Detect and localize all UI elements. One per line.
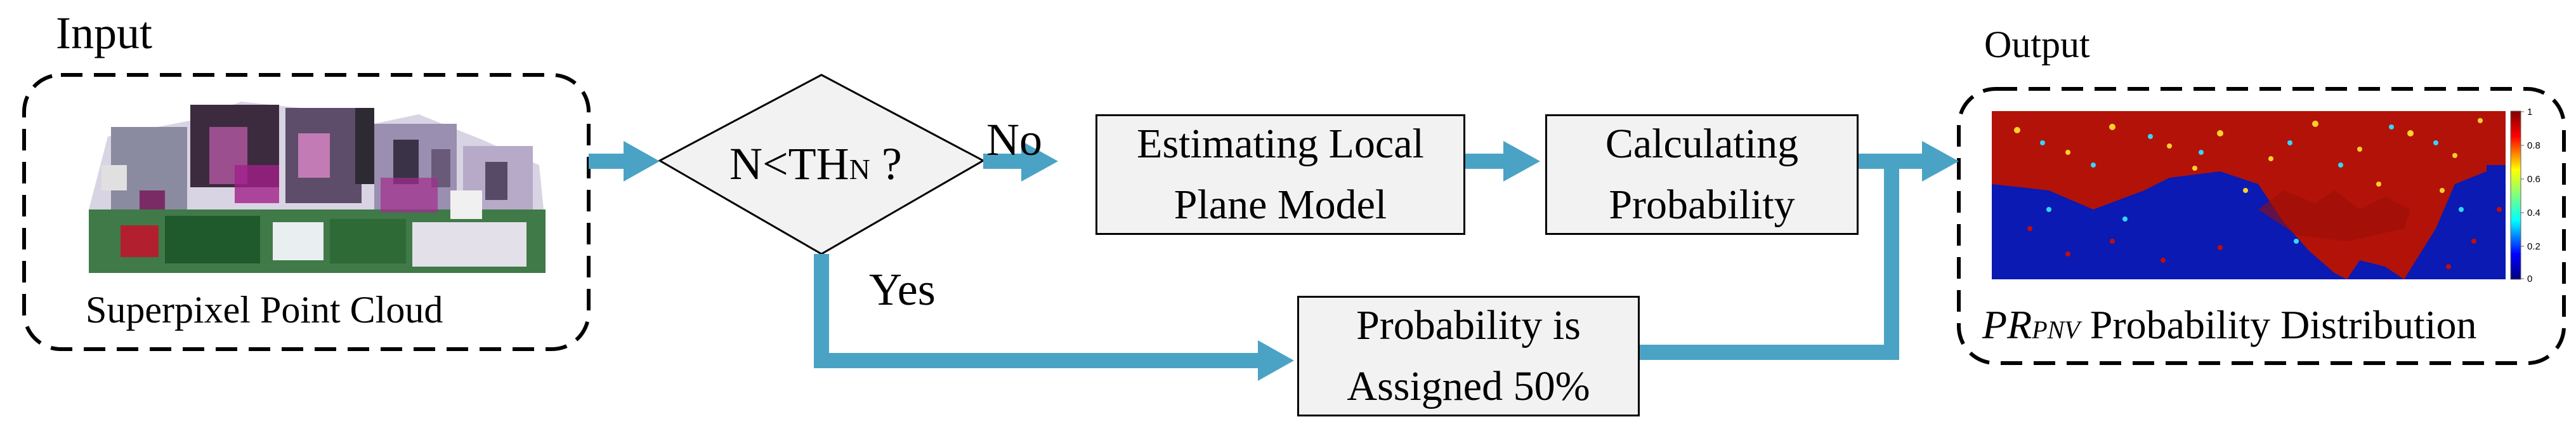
output-frame <box>1957 87 2566 365</box>
assign-line-2: Assigned 50% <box>1347 363 1590 409</box>
point-cloud-image <box>76 95 552 273</box>
flow-arrows <box>589 141 1959 381</box>
estimate-line-1: Estimating Local <box>1137 121 1424 168</box>
branch-yes-label: Yes <box>869 264 936 315</box>
colorbar-tick-label: 0.2 <box>2527 241 2540 252</box>
input-caption: Superpixel Point Cloud <box>86 289 443 331</box>
input-label: Input <box>56 8 152 58</box>
calc-line-2: Probability <box>1609 182 1795 228</box>
decision-label: N<THN ? <box>729 141 902 187</box>
colorbar-ticks <box>2521 111 2524 279</box>
colorbar-tick-label: 0 <box>2527 274 2533 284</box>
output-caption: PRPNV Probability Distribution <box>1982 305 2477 345</box>
decision-question: ? <box>870 138 902 189</box>
colorbar-tick-label: 0.4 <box>2527 208 2540 218</box>
calc-line-1: Calculating <box>1605 121 1799 168</box>
assign-probability-box: Probability is Assigned 50% <box>1297 296 1640 416</box>
decision-subscript: N <box>849 153 870 185</box>
input-frame <box>22 73 591 351</box>
output-caption-pnv: PNV <box>2032 315 2080 344</box>
calculate-probability-box: Calculating Probability <box>1545 114 1859 235</box>
assign-line-1: Probability is <box>1356 302 1581 349</box>
output-caption-rest: Probability Distribution <box>2079 302 2477 347</box>
branch-no-label: No <box>986 114 1042 165</box>
probability-heatmap <box>1992 111 2506 279</box>
estimate-plane-box: Estimating Local Plane Model <box>1095 114 1465 235</box>
decision-text: N<TH <box>729 138 849 189</box>
output-caption-pr: PR <box>1982 302 2032 347</box>
output-label: Output <box>1984 23 2090 65</box>
colorbar <box>2510 110 2521 280</box>
colorbar-tick-label: 0.8 <box>2527 140 2540 151</box>
estimate-line-2: Plane Model <box>1174 182 1387 228</box>
colorbar-tick-label: 0.6 <box>2527 174 2540 185</box>
colorbar-tick-label: 1 <box>2527 107 2533 117</box>
